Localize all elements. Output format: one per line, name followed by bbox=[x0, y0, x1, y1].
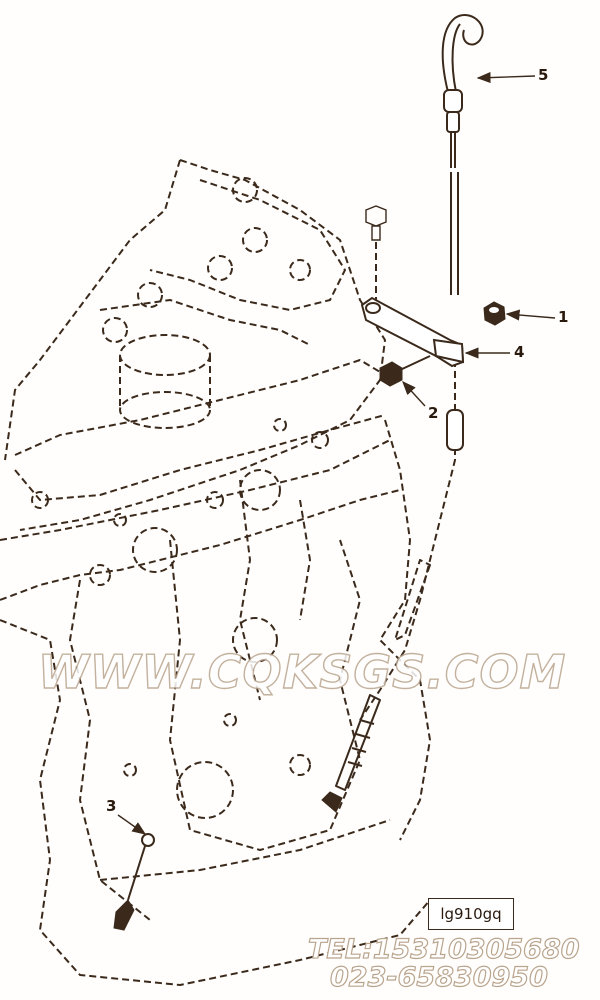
callout-5: 5 bbox=[538, 66, 549, 84]
callout-3: 3 bbox=[106, 797, 117, 815]
bolt bbox=[379, 355, 431, 387]
lower-fitting bbox=[321, 694, 381, 813]
dipstick bbox=[441, 14, 484, 295]
callout-4: 4 bbox=[514, 343, 525, 361]
leader-lines bbox=[117, 71, 556, 835]
engine-block bbox=[0, 159, 431, 986]
callout-1: 1 bbox=[558, 308, 569, 326]
watermark: WWW.CQKSGS.COM bbox=[37, 644, 567, 699]
contact-phone: 023-65830950 bbox=[329, 961, 548, 993]
tube-coupling-upper bbox=[446, 409, 464, 451]
nut bbox=[483, 301, 506, 326]
dipstick-tube bbox=[359, 360, 464, 721]
drain-plug bbox=[113, 833, 155, 931]
bracket-bolt bbox=[365, 205, 387, 300]
drawing-code-label: lg910gq bbox=[428, 898, 514, 930]
contact-tel: TEL:15310305680 bbox=[307, 933, 580, 965]
callout-2: 2 bbox=[428, 404, 439, 422]
bracket bbox=[360, 296, 465, 368]
